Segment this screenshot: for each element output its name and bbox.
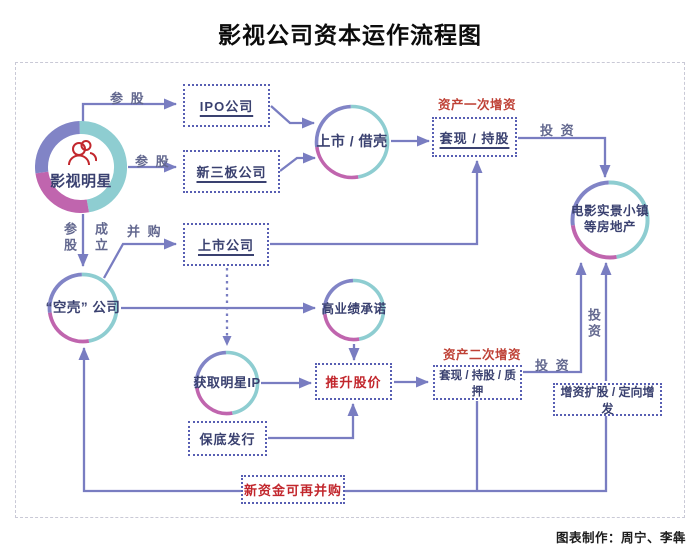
node-shell-company: “空壳” 公司 <box>45 272 121 344</box>
label-touzi-vertical: 投资 <box>586 308 601 340</box>
label-cangu-top: 参 股 <box>110 91 146 106</box>
node-cashout-hold-label: 套现 / 持股 <box>439 130 510 146</box>
node-cashout-hold: 套现 / 持股 <box>432 117 517 157</box>
label-chengli-vertical: 成立 <box>93 222 108 254</box>
diagram-border <box>15 62 685 518</box>
node-movie-town-line1: 电影实景小镇 <box>570 204 649 219</box>
page-title: 影视公司资本运作流程图 <box>218 22 482 48</box>
node-push-stock-price-label: 推升股价 <box>325 375 382 390</box>
node-share-issuance-label: 增资扩股 / 定向增发 <box>560 384 655 416</box>
node-listed-company: 上市公司 <box>183 223 269 266</box>
label-cangu-vertical: 参股 <box>62 222 77 254</box>
node-guaranteed-release: 保底发行 <box>188 421 267 456</box>
node-new-funds-ma-label: 新资金可再并购 <box>243 483 342 498</box>
node-movie-town-line2: 等房地产 <box>583 220 636 234</box>
tag-first-capital-increase: 资产一次增资 <box>438 98 517 112</box>
node-film-star-label: 影视明星 <box>49 172 112 190</box>
node-new-funds-ma: 新资金可再并购 <box>241 475 345 504</box>
credit-line: 图表制作：周宁、李犇 <box>555 531 686 545</box>
label-touzi-mid: 投 资 <box>535 358 571 373</box>
node-cashout-hold-pledge-label: 套现 / 持股 / 质押 <box>439 369 516 398</box>
node-ipo-company: IPO公司 <box>183 84 270 127</box>
node-star-ip: 获取明星IP <box>193 350 261 416</box>
node-film-star: 影视明星 <box>35 121 127 213</box>
node-cashout-hold-pledge: 套现 / 持股 / 质押 <box>433 365 522 400</box>
node-performance-promise-label: 高业绩承诺 <box>321 302 387 317</box>
node-nsb-company: 新三板公司 <box>183 150 280 193</box>
node-listing-shell-label: 上市 / 借壳 <box>316 133 388 150</box>
node-movie-town: 电影实景小镇 等房地产 <box>570 180 650 260</box>
node-guaranteed-release-label: 保底发行 <box>199 432 256 447</box>
node-share-issuance: 增资扩股 / 定向增发 <box>553 383 662 416</box>
node-listed-company-label: 上市公司 <box>197 238 254 253</box>
node-shell-company-label: “空壳” 公司 <box>45 299 121 315</box>
label-cangu-mid: 参 股 <box>135 154 171 169</box>
node-performance-promise: 高业绩承诺 <box>322 278 386 342</box>
node-star-ip-label: 获取明星IP <box>193 374 261 390</box>
label-binggou: 并 购 <box>127 224 163 239</box>
node-listing-shell: 上市 / 借壳 <box>314 104 390 180</box>
node-ipo-company-label: IPO公司 <box>199 99 254 114</box>
person-icon <box>68 140 97 166</box>
tag-second-capital-increase: 资产二次增资 <box>443 348 522 362</box>
node-push-stock-price: 推升股价 <box>315 363 392 400</box>
node-nsb-company-label: 新三板公司 <box>196 165 267 180</box>
label-touzi-top: 投 资 <box>540 123 576 138</box>
